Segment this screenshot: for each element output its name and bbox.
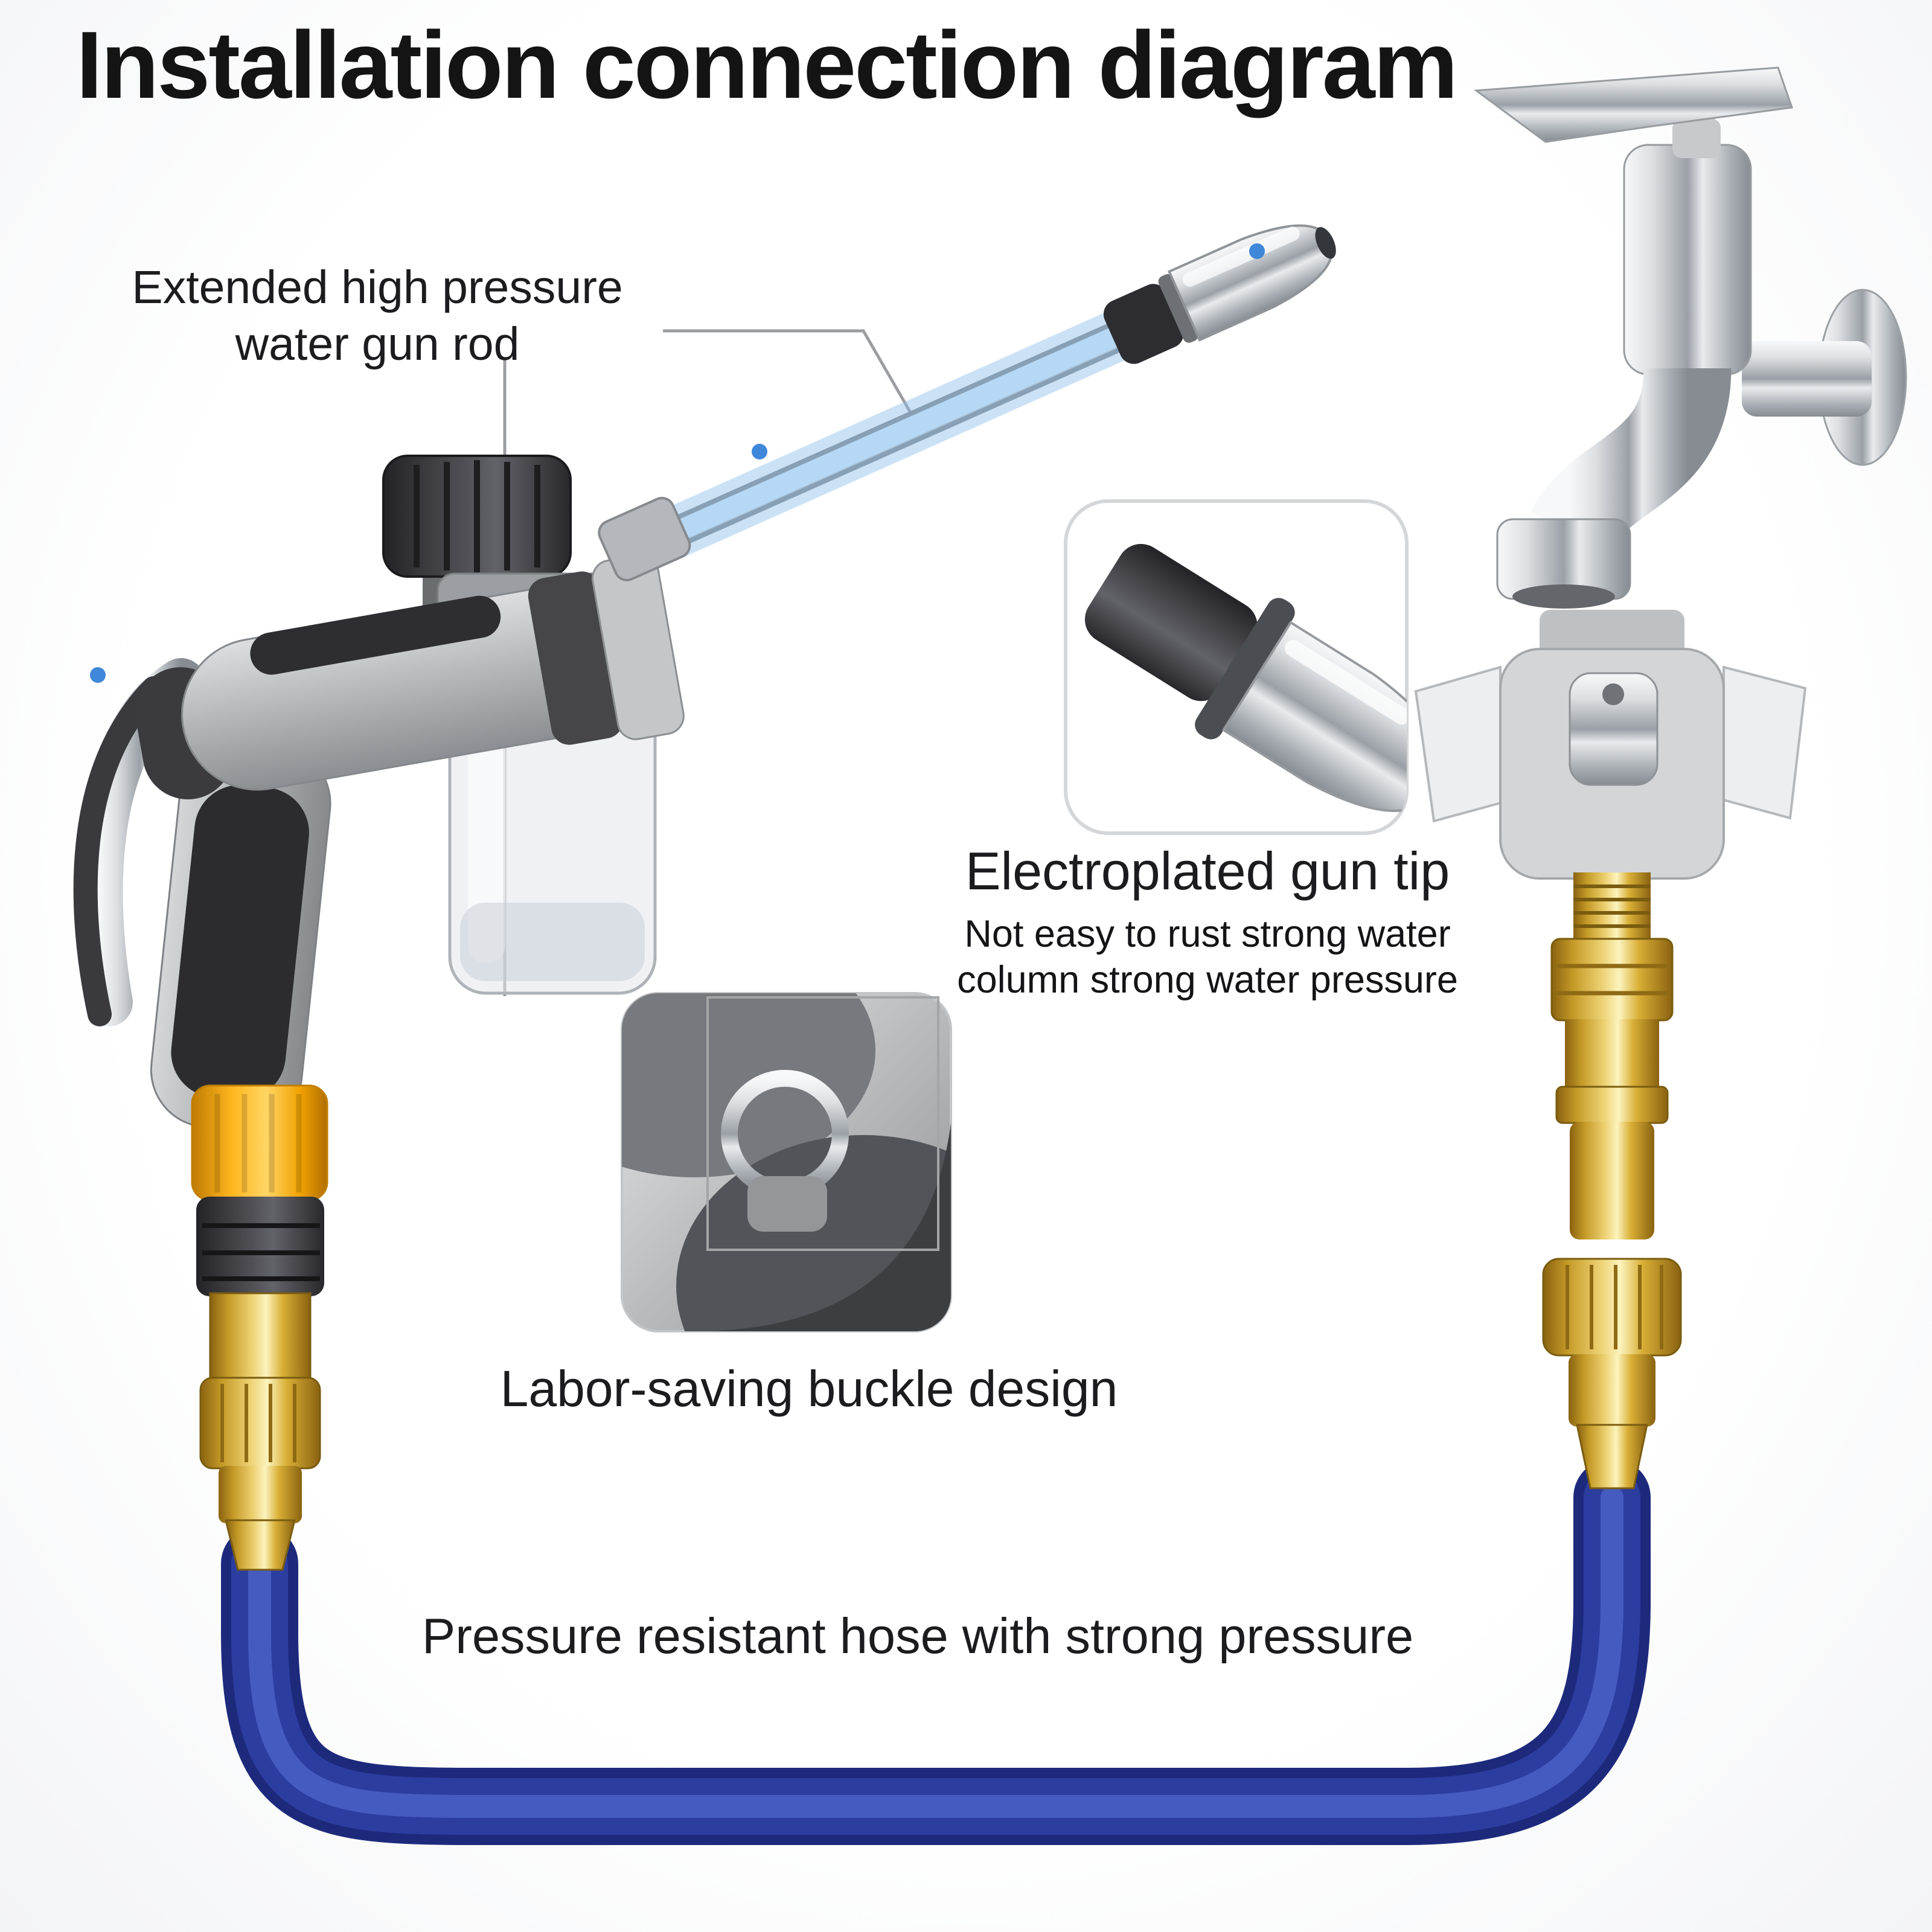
label-gun-tip-subtitle-line2: column strong water pressure <box>957 958 1458 1001</box>
label-water-gun-rod-line2: water gun rod <box>235 318 520 370</box>
tip-inset-flange <box>1195 598 1295 740</box>
brass-threaded-nipple <box>1573 872 1651 942</box>
adapter-wing-right <box>1722 665 1807 820</box>
adapter-metal-clip <box>1569 672 1659 786</box>
faucet-wall-pipe <box>1742 341 1872 417</box>
adapter-wing-left <box>1414 665 1502 823</box>
faucet-illustration <box>1414 66 1907 1489</box>
tip-inset-collar <box>1084 544 1258 702</box>
label-gun-tip: Electroplated gun tip Not easy to rust s… <box>918 840 1497 1003</box>
brass-knurl-left <box>199 1377 321 1470</box>
page-title: Installation connection diagram <box>76 12 1458 118</box>
label-buckle: Labor-saving buckle design <box>441 1360 1177 1418</box>
brass-connector-stack <box>1542 872 1682 1489</box>
marker-dot-nozzle <box>1249 243 1265 259</box>
brass-quick-body <box>1570 1122 1654 1239</box>
gun-handle <box>150 741 331 1132</box>
label-buckle-text: Labor-saving buckle design <box>500 1360 1118 1417</box>
label-hose: Pressure resistant hose with strong pres… <box>368 1607 1467 1665</box>
inset-buckle-photo <box>621 992 952 1332</box>
faucet-spout <box>1531 366 1732 553</box>
label-hose-text: Pressure resistant hose with strong pres… <box>421 1608 1414 1664</box>
black-adapter <box>196 1197 324 1296</box>
faucet-lever-handle <box>1473 66 1794 143</box>
tip-inset-chrome-bullet <box>1221 621 1407 812</box>
rod-coupler-nut <box>598 496 691 581</box>
buckle-ring-mount <box>747 1176 827 1232</box>
label-water-gun-rod: Extended high pressure water gun rod <box>91 260 664 373</box>
buckle-body-shape <box>622 993 875 1177</box>
hose-highlight <box>248 1486 1623 1818</box>
tap-quick-adapter <box>1414 610 1807 880</box>
label-gun-tip-subtitle-line1: Not easy to rust strong water <box>964 913 1451 955</box>
brass-neck-left <box>219 1466 302 1523</box>
pressure-hose <box>221 1459 1651 1845</box>
brass-coupler <box>1550 938 1674 1022</box>
yellow-collar <box>191 1084 328 1201</box>
brass-taper-left <box>225 1519 296 1571</box>
label-gun-tip-title: Electroplated gun tip <box>965 841 1450 901</box>
electroplated-nozzle <box>1103 224 1336 364</box>
label-water-gun-rod-line1: Extended high pressure <box>132 261 623 313</box>
inset-gun-tip <box>1064 499 1409 835</box>
spray-gun-illustration <box>73 224 1336 1571</box>
nozzle-collar <box>1103 284 1184 364</box>
brass-neck-right <box>1569 1354 1655 1427</box>
brass-mid-section <box>1565 1019 1659 1089</box>
brass-hex-nut-left <box>209 1292 312 1382</box>
marker-dot-trigger <box>90 667 106 683</box>
callout-line-gun-rod <box>663 329 915 418</box>
marker-dots <box>90 243 1265 683</box>
faucet-body <box>1623 144 1752 376</box>
marker-dot-stream <box>752 444 767 459</box>
buckle-callout-frame <box>706 996 939 1251</box>
gun-body <box>135 554 685 800</box>
spray-rod-assembly <box>598 224 1336 581</box>
water-stream <box>665 307 1169 543</box>
brass-taper-right <box>1576 1424 1648 1489</box>
gun-hose-fitting <box>191 1084 328 1571</box>
